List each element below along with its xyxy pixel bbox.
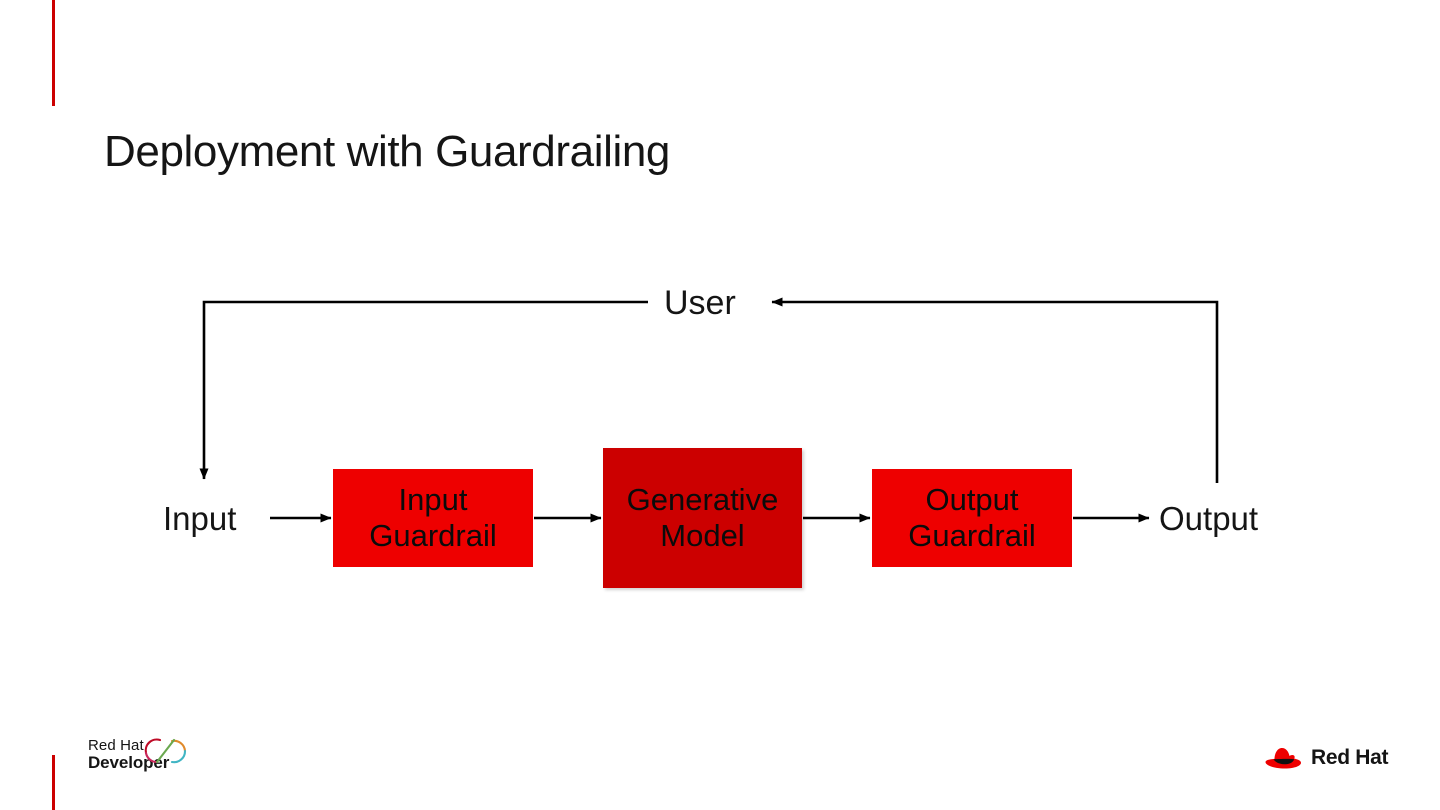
accent-bar-bottom <box>52 755 55 810</box>
red-hat-wordmark: Red Hat <box>1311 746 1389 769</box>
box-generative-model-label: Generative Model <box>626 482 779 553</box>
label-user: User <box>664 284 736 322</box>
connector-user-to-input <box>199 300 648 480</box>
box-output-guardrail[interactable]: Output Guardrail <box>872 469 1072 567</box>
red-hat-developer-logo: Red Hat Developer <box>88 737 288 784</box>
red-hat-developer-line1: Red Hat <box>88 737 144 754</box>
red-hat-logo: Red Hat <box>1262 738 1389 778</box>
box-output-guardrail-label: Output Guardrail <box>908 482 1036 553</box>
box-input-guardrail-label: Input Guardrail <box>369 482 497 553</box>
box-input-guardrail[interactable]: Input Guardrail <box>333 469 533 567</box>
red-hat-fedora-icon <box>1265 748 1301 769</box>
label-output: Output <box>1159 500 1259 537</box>
box-generative-model[interactable]: Generative Model <box>603 448 802 588</box>
accent-bar-top <box>52 0 55 106</box>
page-title: Deployment with Guardrailing <box>104 127 670 176</box>
connector-output-to-user <box>771 297 1219 483</box>
label-input: Input <box>163 500 237 537</box>
red-hat-developer-mark-icon <box>144 738 187 764</box>
